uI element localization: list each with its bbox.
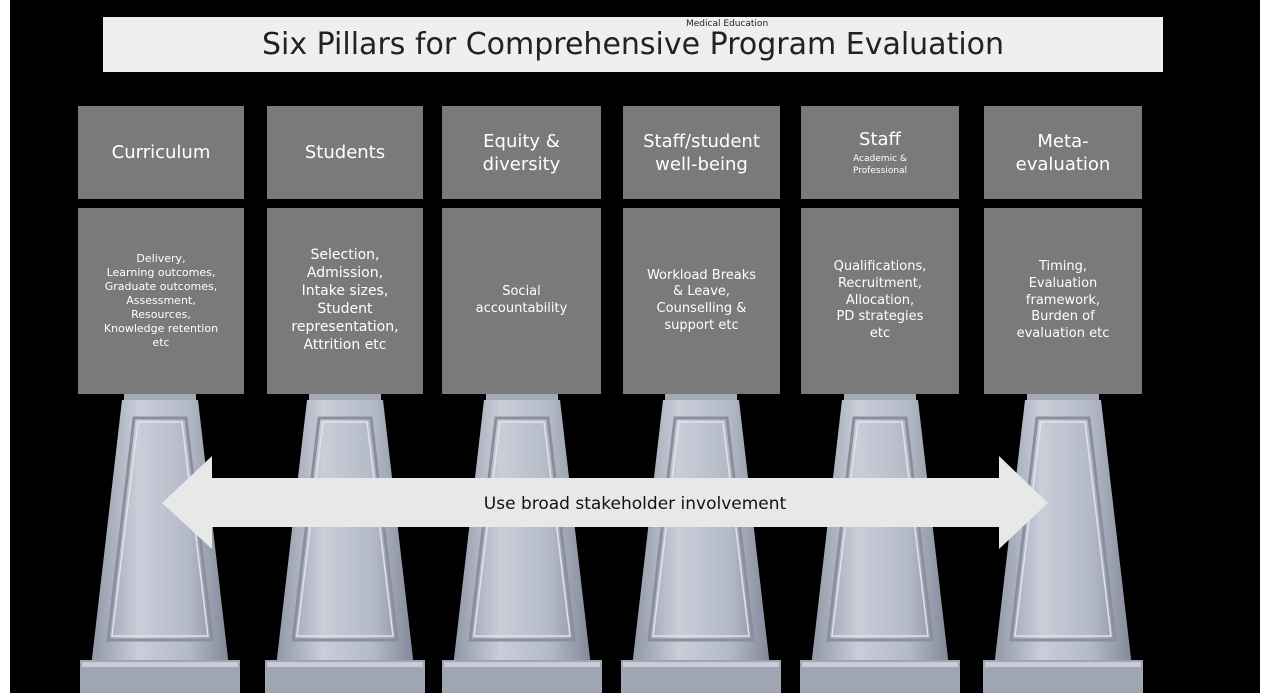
details-text: Delivery, Learning outcomes, Graduate ou…	[103, 251, 219, 350]
pillar-curriculum-heading: Curriculum	[78, 106, 244, 199]
pillar-equity-heading: Equity & diversity	[442, 106, 601, 199]
details-text: Timing, Evaluation framework, Burden of …	[1016, 259, 1110, 341]
pillar-meta	[983, 382, 1143, 693]
pillar-meta-details: Timing, Evaluation framework, Burden of …	[984, 208, 1142, 394]
heading-text: Staff	[859, 129, 901, 150]
page-title: Six Pillars for Comprehensive Program Ev…	[261, 27, 1005, 62]
heading-subtext: Academic & Professional	[852, 154, 908, 176]
details-text: Social accountability	[475, 284, 568, 316]
pillar-staff	[800, 382, 960, 693]
title-banner: Medical Education Six Pillars for Compre…	[103, 17, 1163, 72]
pillar-meta-heading: Meta- evaluation	[984, 106, 1142, 199]
slide: Medical Education Six Pillars for Compre…	[10, 0, 1260, 693]
heading-text: Meta- evaluation	[1015, 130, 1111, 175]
details-text: Selection, Admission, Intake sizes, Stud…	[291, 247, 399, 353]
pillar-curriculum-details: Delivery, Learning outcomes, Graduate ou…	[78, 208, 244, 394]
pillar-wellbeing	[621, 382, 781, 693]
pillar-staff-details: Qualifications, Recruitment, Allocation,…	[801, 208, 959, 394]
pillar-curriculum	[80, 382, 240, 693]
pillar-equity-details: Social accountability	[442, 208, 601, 394]
pillars-graphic	[80, 382, 1143, 693]
heading-text: Equity & diversity	[482, 130, 561, 175]
heading-text: Staff/student well-being	[643, 130, 760, 175]
pillar-staff-heading: Staff Academic & Professional	[801, 106, 959, 199]
pillar-students-details: Selection, Admission, Intake sizes, Stud…	[267, 208, 423, 394]
pillar-wellbeing-details: Workload Breaks & Leave, Counselling & s…	[623, 208, 780, 394]
pillar-students-heading: Students	[267, 106, 423, 199]
pillar-wellbeing-heading: Staff/student well-being	[623, 106, 780, 199]
arrow-shape	[162, 456, 1048, 549]
details-text: Workload Breaks & Leave, Counselling & s…	[646, 267, 757, 333]
heading-text: Students	[304, 142, 386, 163]
arrow-label: Use broad stakeholder involvement	[483, 494, 787, 514]
heading-text: Curriculum	[111, 142, 211, 163]
pillar-equity	[442, 382, 602, 693]
title-watermark: Medical Education	[686, 19, 769, 29]
details-text: Qualifications, Recruitment, Allocation,…	[833, 259, 927, 341]
pillar-students	[265, 382, 425, 693]
